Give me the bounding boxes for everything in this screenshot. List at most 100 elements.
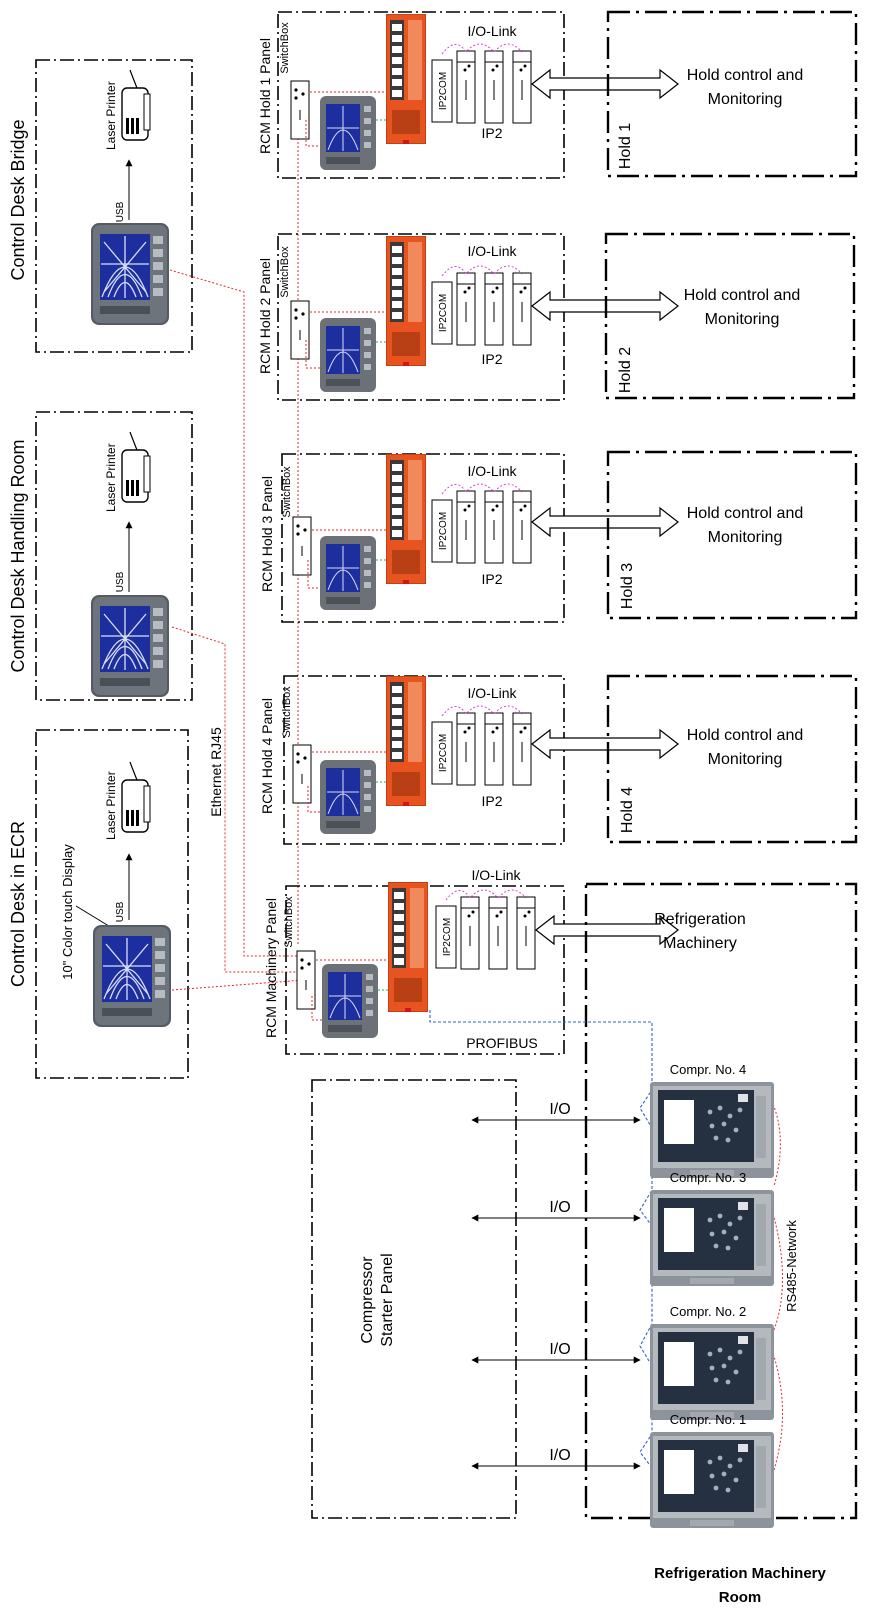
- io-link-label: I/O-Link: [467, 243, 517, 259]
- hold-area-frame: [606, 450, 858, 620]
- machinery-panel: RCM Machinery Panel SwitchBox IP2COM I/O…: [263, 867, 565, 1055]
- hold-area-frame: [606, 10, 858, 178]
- io-module-icon: [484, 272, 504, 346]
- plc-rack-icon: [386, 14, 426, 144]
- switchbox-label: SwitchBox: [281, 686, 293, 738]
- rs485-label: RS485-Network: [784, 1220, 799, 1312]
- io-module-icon: [512, 272, 532, 346]
- hold-label: Hold 3: [619, 563, 636, 609]
- hold-control-label: Monitoring: [708, 529, 783, 546]
- machinery-room-label: Room: [719, 1589, 762, 1606]
- ip2-label: IP2: [481, 125, 502, 141]
- control-desk-ecr-frame: [35, 729, 189, 1079]
- ip2com-label: IP2COM: [442, 918, 453, 956]
- ip2-label: IP2: [481, 793, 502, 809]
- desk-printer-label: Laser Printer: [104, 81, 118, 150]
- io-module-icon: [456, 712, 476, 786]
- io-label: I/O: [549, 1199, 570, 1216]
- hold-control-label: Hold control and: [687, 67, 804, 84]
- hold-panel-name: RCM Hold 3 Panel: [259, 476, 275, 592]
- ip2-label: IP2: [481, 571, 502, 587]
- hold-panel-name: RCM Hold 1 Panel: [257, 38, 273, 154]
- touch-display-icon: [92, 924, 172, 1028]
- io-module-icon: [484, 50, 504, 124]
- switchbox-label: SwitchBox: [283, 896, 295, 948]
- switchbox-icon: [290, 300, 310, 360]
- ip2com-label: IP2COM: [438, 734, 449, 772]
- io-label: I/O: [549, 1447, 570, 1464]
- hold-label: Hold 1: [617, 123, 634, 169]
- switchbox-label: SwitchBox: [279, 22, 291, 74]
- plc-rack-icon: [386, 676, 426, 806]
- compressor-label: Compr. No. 3: [670, 1170, 747, 1185]
- hold-label: Hold 4: [619, 787, 636, 833]
- hold-area-frame: [604, 232, 856, 400]
- control-desk-handling-room-frame: [35, 411, 193, 701]
- machinery-room-label: Refrigeration Machinery: [654, 1565, 826, 1582]
- hold-panel: RCM Hold 4 Panel SwitchBox IP2COM I/O-Li…: [259, 675, 565, 845]
- hold-control-label: Monitoring: [705, 311, 780, 328]
- hold-panel-name: RCM Hold 4 Panel: [259, 698, 275, 814]
- desk-usb-label: USB: [115, 201, 126, 222]
- switchbox-label: SwitchBox: [281, 466, 293, 518]
- panel-hmi-icon: [320, 96, 376, 170]
- profibus-network: [429, 1010, 653, 1469]
- double-arrow-icon: [531, 506, 679, 538]
- compressor-label: Compr. No. 4: [670, 1062, 747, 1077]
- hold-panel: RCM Hold 3 Panel SwitchBox IP2COM I/O-Li…: [259, 453, 565, 623]
- desk-usb-label: USB: [115, 571, 126, 592]
- compressor-controller-icon: [650, 1324, 774, 1420]
- io-label: I/O: [549, 1101, 570, 1118]
- starter-panel-label: Compressor: [359, 1256, 376, 1344]
- plc-rack-icon: [386, 454, 426, 584]
- hold-panel: RCM Hold 1 Panel SwitchBox IP2COM I/O-Li…: [257, 11, 565, 179]
- compressor-starter-panel-frame: [311, 1079, 517, 1519]
- control-desk-ecr-title: Control Desk in ECR: [8, 821, 28, 987]
- io-module-icon: [512, 712, 532, 786]
- panel-hmi-icon: [320, 318, 376, 392]
- desk-printer-label: Laser Printer: [104, 771, 118, 840]
- display-note-label: 10" Color touch Display: [60, 844, 75, 980]
- hold-control-label: Monitoring: [708, 91, 783, 108]
- panel-hmi-icon: [320, 536, 376, 610]
- machinery-panel-name: RCM Machinery Panel: [263, 898, 279, 1038]
- io-module-icon: [516, 896, 536, 970]
- hold-control-label: Hold control and: [687, 727, 804, 744]
- ethernet-label: Ethernet RJ45: [208, 727, 224, 817]
- io-module-icon: [456, 490, 476, 564]
- touch-display-icon: [90, 594, 170, 698]
- laser-printer-icon: [121, 431, 151, 503]
- hold-control-label: Hold control and: [684, 287, 801, 304]
- hold-panel: RCM Hold 2 Panel SwitchBox IP2COM I/O-Li…: [257, 233, 565, 401]
- ethernet-network: [169, 86, 305, 991]
- hold-control-label: Monitoring: [708, 751, 783, 768]
- double-arrow-icon: [535, 914, 679, 946]
- switchbox-label: SwitchBox: [279, 246, 291, 298]
- panel-hmi-icon: [322, 964, 378, 1038]
- hold-label: Hold 2: [617, 347, 634, 393]
- compressor-controller-icon: [650, 1432, 774, 1528]
- hold-panel-name: RCM Hold 2 Panel: [257, 258, 273, 374]
- starter-panel-label: Starter Panel: [379, 1253, 396, 1346]
- control-desk-handling-room-title: Control Desk Handling Room: [8, 439, 28, 672]
- io-module-icon: [456, 272, 476, 346]
- io-link-label: I/O-Link: [467, 463, 517, 479]
- io-module-icon: [456, 50, 476, 124]
- desk-printer-label: Laser Printer: [104, 443, 118, 512]
- hold-control-label: Hold control and: [687, 505, 804, 522]
- profibus-label: PROFIBUS: [466, 1035, 538, 1051]
- io-link-label: I/O-Link: [467, 23, 517, 39]
- io-link-label: I/O-Link: [471, 867, 521, 883]
- io-module-icon: [512, 50, 532, 124]
- ip2com-label: IP2COM: [438, 512, 449, 550]
- io-module-icon: [460, 896, 480, 970]
- io-module-icon: [512, 490, 532, 564]
- double-arrow-icon: [531, 68, 679, 100]
- io-module-icon: [484, 712, 504, 786]
- switchbox-icon: [292, 516, 312, 576]
- io-label: I/O: [549, 1341, 570, 1358]
- switchbox-icon: [290, 80, 310, 140]
- laser-printer-icon: [121, 69, 151, 141]
- compressor-label: Compr. No. 2: [670, 1304, 747, 1319]
